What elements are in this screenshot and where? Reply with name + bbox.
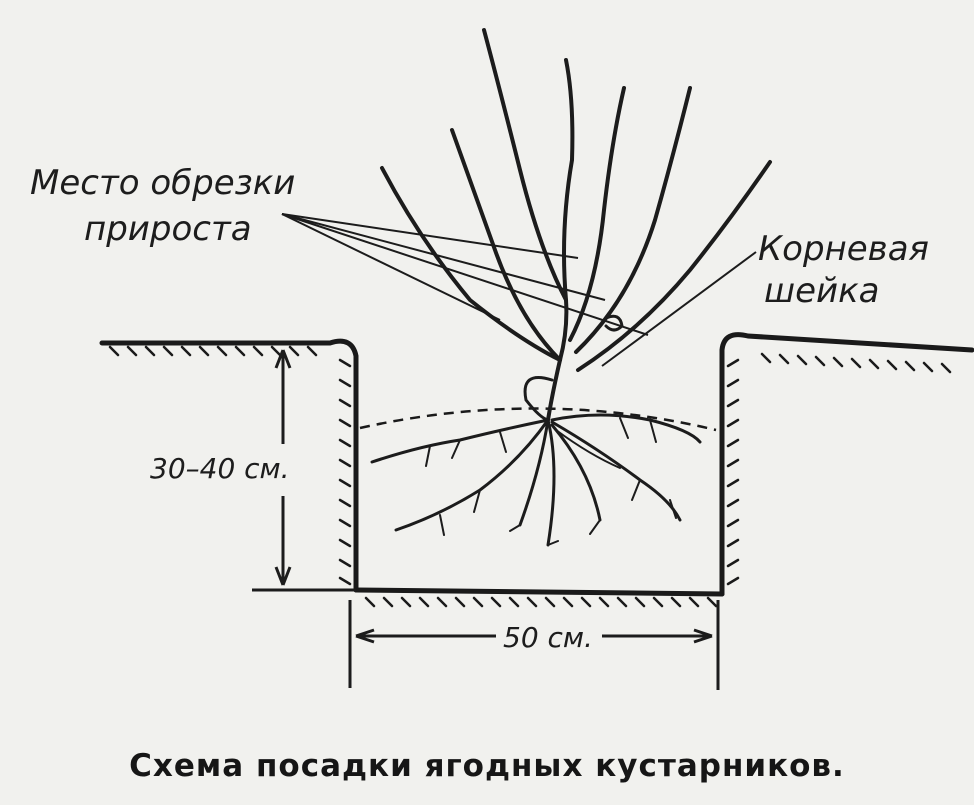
shrub-roots	[370, 413, 702, 547]
root-collar-label-line2: шейка	[764, 271, 880, 311]
ground-left	[99, 338, 359, 593]
soil-hatching	[108, 345, 952, 608]
label-pointers	[281, 213, 757, 367]
shrub-stems	[380, 28, 772, 422]
pruning-label-line1: Место обрезки	[30, 163, 295, 203]
diagram-caption: Схема посадки ягодных кустарников.	[129, 748, 845, 784]
depth-label: 30–40 см.	[150, 452, 290, 485]
pit-bottom	[353, 587, 725, 597]
width-dimension	[348, 600, 720, 690]
width-label: 50 см.	[503, 621, 593, 654]
root-collar-label-line1: Корневая	[758, 229, 929, 269]
pruning-label-line2: прироста	[84, 209, 252, 249]
ground-right	[719, 332, 974, 597]
planting-pit	[99, 332, 974, 608]
soil-level-dashed-line	[359, 407, 717, 432]
depth-dimension	[252, 349, 356, 592]
